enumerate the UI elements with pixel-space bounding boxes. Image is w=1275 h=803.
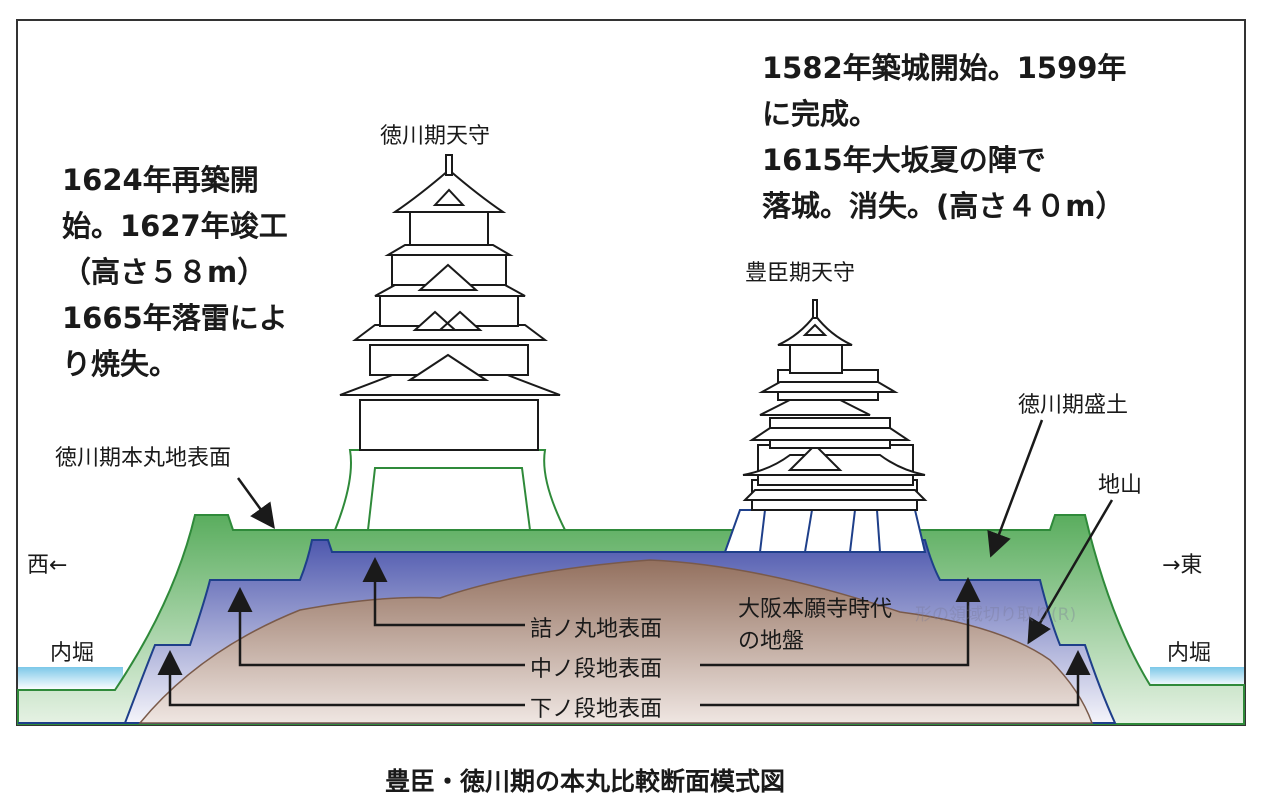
inner-moat-left-label: 内堀 [50, 641, 95, 666]
west-direction-label: 西← [27, 553, 68, 578]
tsumenomaru-label: 詰ノ丸地表面 [530, 617, 663, 642]
tokugawa-history-note: 1624年再築開 始。1627年竣工 （高さ５８m） 1665年落雷によ り焼失… [62, 163, 288, 381]
jiyama-label: 地山 [1098, 473, 1143, 498]
inner-moat-water-right [1150, 667, 1244, 687]
tokugawa-fill-leader [987, 419, 1044, 558]
nakanodan-leader-left [227, 587, 525, 667]
honmaru-surface-leader [236, 477, 275, 530]
inner-moat-right-label: 内堀 [1167, 641, 1212, 666]
figure-caption: 豊臣・徳川期の本丸比較断面模式図 [385, 767, 786, 796]
toyotomi-history-note: 1582年築城開始。1599年 に完成。 1615年大坂夏の陣で 落城。消失。(… [762, 51, 1127, 223]
tokugawa-tenshu-label: 徳川期天守 [380, 124, 491, 149]
leader-lines [157, 419, 1114, 707]
inner-moat-water-left [18, 667, 123, 690]
shimonodan-label: 下ノ段地表面 [530, 697, 663, 722]
toyotomi-tenshu-drawing [723, 299, 928, 553]
tokugawa-honmaru-surface-label: 徳川期本丸地表面 [55, 446, 232, 471]
tsumenomaru-leader [362, 557, 525, 627]
toyotomi-tenshu-label: 豊臣期天守 [745, 261, 856, 286]
nakanodan-leader-right [700, 577, 981, 667]
shimonodan-leader-left [157, 650, 525, 707]
watermark-text: 形の領域切り取り(R) [915, 605, 1077, 625]
tokugawa-tenshu-drawing [333, 154, 567, 531]
shimonodan-leader-right [700, 650, 1091, 707]
east-direction-label: →東 [1162, 553, 1203, 578]
nakanodan-label: 中ノ段地表面 [530, 657, 663, 682]
tokugawa-fill-label: 徳川期盛土 [1018, 393, 1129, 418]
jiyama-leader [1027, 499, 1114, 645]
honganji-ground-layer [138, 559, 1094, 724]
honganji-ground-label: 大阪本願寺時代 の地盤 [738, 597, 893, 654]
